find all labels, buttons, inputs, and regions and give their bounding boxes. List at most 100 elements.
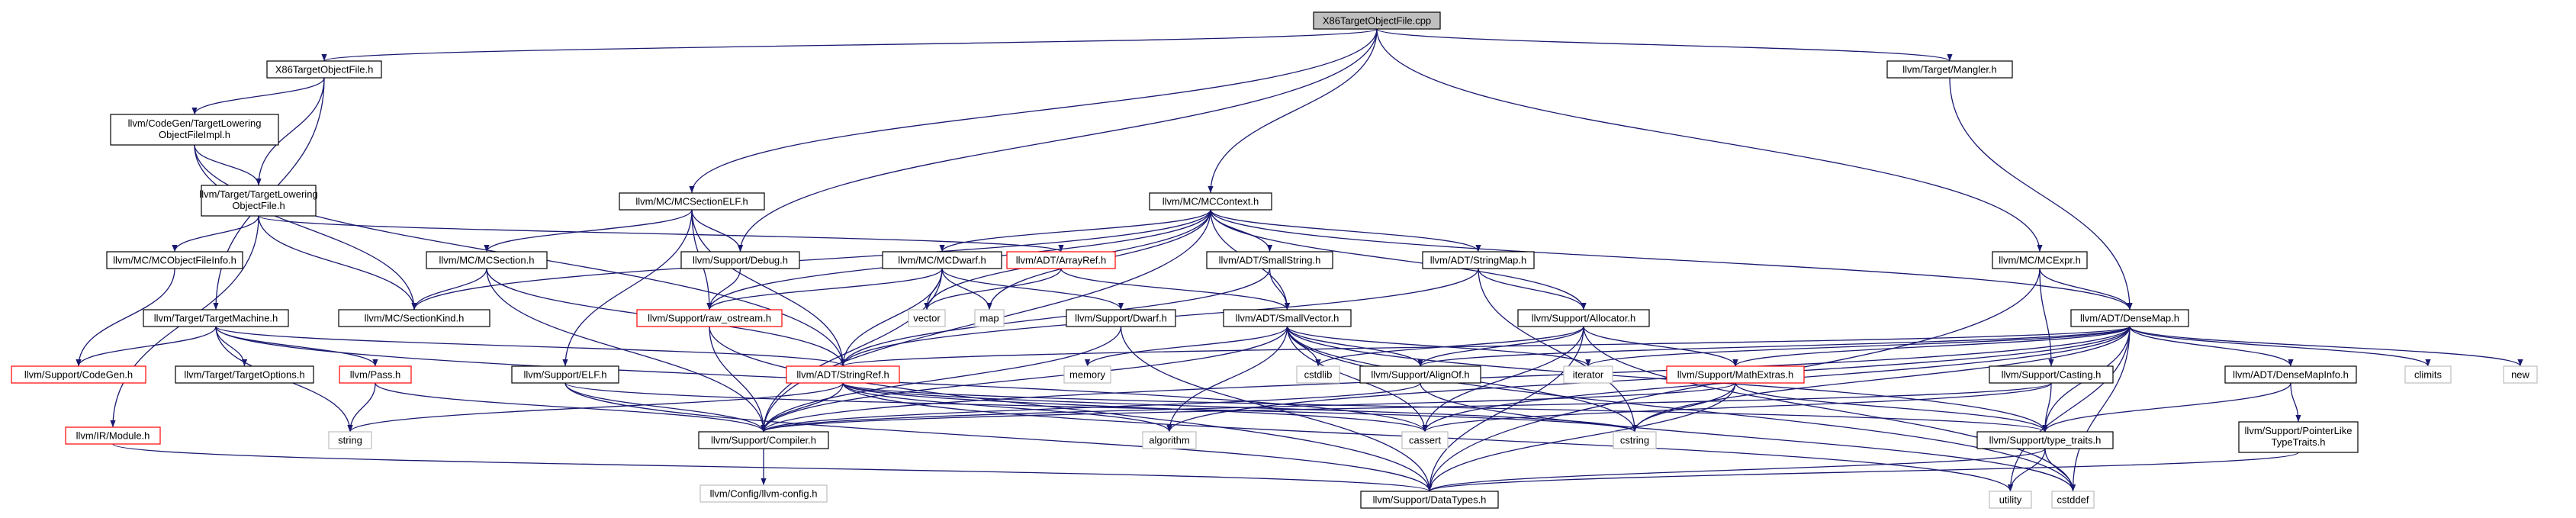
edge-root-to-mccontext [1208,28,1378,194]
node-supdwarf[interactable]: llvm/Support/Dwarf.h [1066,309,1176,327]
node-cstddef[interactable]: cstddef [2051,491,2095,509]
node-cassert[interactable]: cassert [1401,431,1449,449]
edge-densemap-to-utility [2007,326,2131,492]
edge-mcexpr-to-densemap [2039,268,2133,310]
node-smallstring[interactable]: llvm/ADT/SmallString.h [1206,251,1333,269]
node-mathextras[interactable]: llvm/Support/MathExtras.h [1666,365,1805,384]
node-cstdlib[interactable]: cstdlib [1296,365,1340,384]
node-stringmap[interactable]: llvm/ADT/StringMap.h [1422,251,1535,269]
node-datatypes[interactable]: llvm/Support/DataTypes.h [1360,491,1499,509]
node-climits[interactable]: climits [2404,365,2452,384]
node-label-new: new [2511,369,2529,381]
edge-mcdwarf-to-rawostream [706,268,943,310]
edge-root-to-mcexpr [1376,28,2043,253]
node-box-allocator [1517,309,1650,327]
node-box-rawostream [636,309,783,327]
edge-mccontext-to-densemap [1210,209,2133,310]
node-casting[interactable]: llvm/Support/Casting.h [1989,365,2114,384]
node-cstring[interactable]: cstring [1613,431,1657,449]
node-supelf[interactable]: llvm/Support/ELF.h [511,365,619,384]
node-mcexpr[interactable]: llvm/MC/MCExpr.h [1992,251,2088,269]
node-stringref[interactable]: llvm/ADT/StringRef.h [786,365,900,384]
edge-mccontext-to-stringmap [1210,209,1481,253]
node-root[interactable]: X86TargetObjectFile.cpp [1313,11,1441,30]
node-box-typetraits [1976,431,2114,449]
node-arrayref[interactable]: llvm/ADT/ArrayRef.h [1006,251,1116,269]
node-label-stringmap: llvm/ADT/StringMap.h [1430,255,1526,266]
node-compiler[interactable]: llvm/Support/Compiler.h [698,431,829,449]
node-supdebug[interactable]: llvm/Support/Debug.h [680,251,800,269]
node-string[interactable]: string [328,431,372,449]
node-box-supcodegen [11,365,146,384]
node-mcsecelf[interactable]: llvm/MC/MCSectionELF.h [619,192,765,211]
node-supcodegen[interactable]: llvm/Support/CodeGen.h [11,365,146,384]
node-mcdwarf[interactable]: llvm/MC/MCDwarf.h [882,251,1002,269]
node-box-climits [2404,365,2452,384]
edge-mcdwarf-to-map [941,268,992,310]
edge-tlof-to-mcofi [172,215,259,253]
node-mcseckind[interactable]: llvm/MC/SectionKind.h [338,309,490,327]
node-box-cstddef [2051,491,2095,509]
edge-densemap-to-new [2129,326,2523,367]
node-label-root: X86TargetObjectFile.cpp [1323,15,1431,27]
node-map[interactable]: map [974,309,1005,327]
edge-smallvector-to-typetraits [1286,326,2048,433]
edge-densemap-to-densemapinfo [2129,326,2294,367]
edge-mcdwarf-to-stringref [840,268,943,367]
edge-smallvector-to-algorithm [1166,326,1288,433]
node-box-smallstring [1206,251,1333,269]
edge-supelf-to-compiler [564,382,767,433]
node-new[interactable]: new [2503,365,2538,384]
edge-root-to-supdebug [737,28,1378,253]
node-mccontext[interactable]: llvm/MC/MCContext.h [1149,192,1272,211]
node-typetraits[interactable]: llvm/Support/type_traits.h [1976,431,2114,449]
node-label-mcseckind: llvm/MC/SectionKind.h [365,313,465,324]
node-densemap[interactable]: llvm/ADT/DenseMap.h [2070,309,2189,327]
node-targetoptions[interactable]: llvm/Target/TargetOptions.h [175,365,314,384]
node-smallvector[interactable]: llvm/ADT/SmallVector.h [1223,309,1352,327]
node-memory[interactable]: memory [1063,365,1111,384]
node-rawostream[interactable]: llvm/Support/raw_ostream.h [636,309,783,327]
node-vector[interactable]: vector [908,309,946,327]
edge-mcsecelf-to-supelf [562,209,693,367]
node-box-tlof [201,185,317,217]
edge-smallvector-to-compiler [761,326,1288,433]
node-mcofi[interactable]: llvm/MC/MCObjectFileInfo.h [106,251,243,269]
node-alignof[interactable]: llvm/Support/AlignOf.h [1359,365,1481,384]
node-box-mcsection [426,251,548,269]
node-box-utility [1989,491,2032,509]
node-box-memory [1063,365,1111,384]
edge-tlof-to-mcseckind [258,215,417,310]
node-label-smallvector: llvm/ADT/SmallVector.h [1236,313,1339,324]
edge-root-to-mcsecelf [689,28,1378,194]
node-layer: X86TargetObjectFile.cppX86TargetObjectFi… [11,11,2538,509]
node-box-targetoptions [175,365,314,384]
node-box-densemap [2070,309,2189,327]
node-targetmachine[interactable]: llvm/Target/TargetMachine.h [143,309,289,327]
node-densemapinfo[interactable]: llvm/ADT/DenseMapInfo.h [2224,365,2357,384]
node-llvmconfig[interactable]: llvm/Config/llvm-config.h [699,484,828,503]
edge-x86tof_h-to-tlof [256,77,325,186]
node-iterator[interactable]: iterator [1563,365,1613,384]
node-x86tof_h[interactable]: X86TargetObjectFile.h [266,60,382,79]
edge-mcexpr-to-casting [2039,268,2054,367]
node-pass[interactable]: llvm/Pass.h [339,365,412,384]
node-irmodule[interactable]: llvm/IR/Module.h [65,426,161,445]
edge-mcsecelf-to-stringref [691,209,846,367]
node-box-alignof [1359,365,1481,384]
node-label-cassert: cassert [1409,435,1441,446]
edge-allocator-to-mathextras [1583,326,1738,367]
node-allocator[interactable]: llvm/Support/Allocator.h [1517,309,1650,327]
node-label-climits: climits [2414,369,2443,381]
node-algorithm[interactable]: algorithm [1142,431,1197,449]
node-utility[interactable]: utility [1989,491,2032,509]
edge-smallvector-to-alignof [1286,326,1423,367]
node-mcsection[interactable]: llvm/MC/MCSection.h [426,251,548,269]
node-mangler[interactable]: llvm/Target/Mangler.h [1886,60,2013,79]
